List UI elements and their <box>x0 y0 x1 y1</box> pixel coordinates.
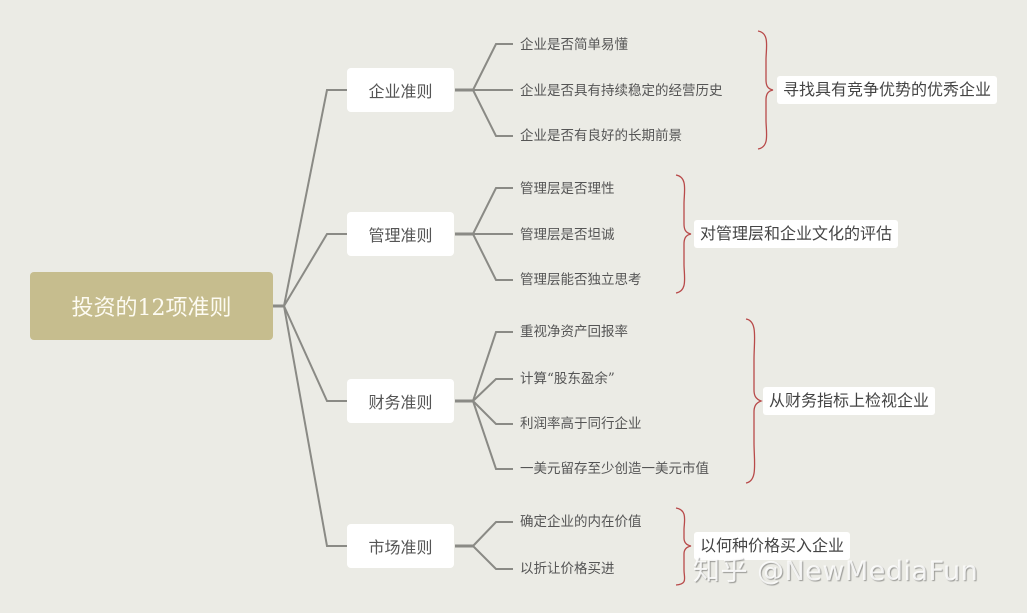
summary-node[interactable]: 寻找具有竞争优势的优秀企业 <box>777 76 998 104</box>
branch-label: 财务准则 <box>368 393 433 412</box>
leaf-node[interactable]: 管理层是否理性 <box>520 181 615 197</box>
leaf-node[interactable]: 利润率高于同行企业 <box>520 416 642 432</box>
branch-label: 管理准则 <box>368 226 433 245</box>
branch-label: 市场准则 <box>368 538 433 557</box>
branch-node-enterprise[interactable]: 企业准则 <box>347 68 454 112</box>
summary-node[interactable]: 从财务指标上检视企业 <box>763 387 936 415</box>
branch-node-market[interactable]: 市场准则 <box>347 524 454 568</box>
leaf-node[interactable]: 一美元留存至少创造一美元市值 <box>520 461 709 477</box>
leaf-node[interactable]: 确定企业的内在价值 <box>520 514 642 530</box>
brace-icons <box>675 30 774 586</box>
branch-node-finance[interactable]: 财务准则 <box>347 379 454 423</box>
leaf-node[interactable]: 以折让价格买进 <box>520 561 615 577</box>
leaf-node[interactable]: 企业是否简单易懂 <box>520 37 628 53</box>
leaf-node[interactable]: 计算“股东盈余” <box>520 371 615 387</box>
watermark: 知乎 @NewMediaFun <box>693 556 979 587</box>
summary-node[interactable]: 以何种价格买入企业 <box>694 532 851 560</box>
leaf-node[interactable]: 企业是否具有持续稳定的经营历史 <box>520 83 723 99</box>
branch-node-management[interactable]: 管理准则 <box>347 212 454 256</box>
leaf-node[interactable]: 管理层是否坦诚 <box>520 227 615 243</box>
root-node[interactable]: 投资的12项准则 <box>30 272 273 340</box>
leaf-node[interactable]: 企业是否有良好的长期前景 <box>520 128 682 144</box>
root-node-label: 投资的12项准则 <box>71 296 232 321</box>
branch-label: 企业准则 <box>368 82 433 101</box>
leaf-node[interactable]: 重视净资产回报率 <box>520 324 628 340</box>
summary-node[interactable]: 对管理层和企业文化的评估 <box>694 220 899 248</box>
leaf-node[interactable]: 管理层能否独立思考 <box>520 272 642 288</box>
